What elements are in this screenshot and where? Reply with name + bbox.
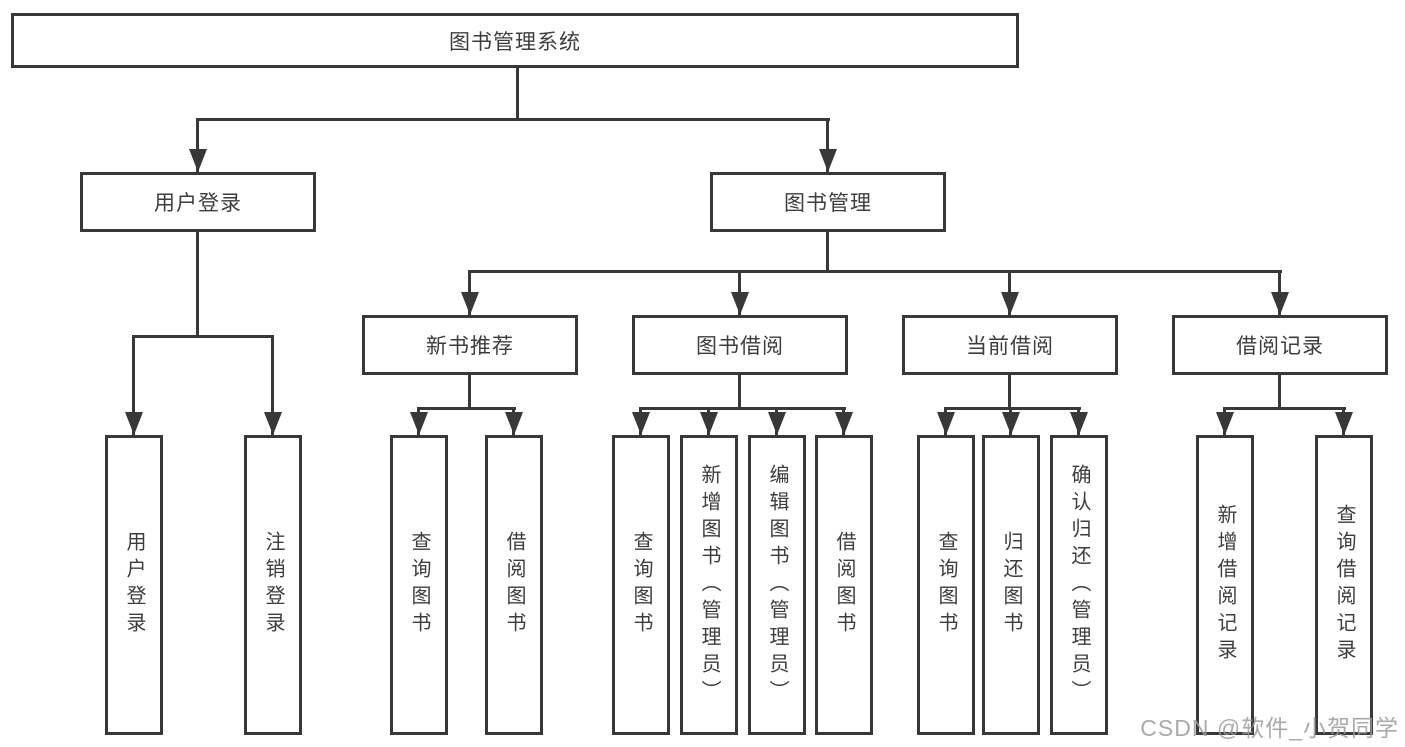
arrowhead-down xyxy=(768,412,786,435)
leaf-borrow-books-1: 借阅图书 xyxy=(485,435,543,735)
connector xyxy=(196,118,199,172)
leaf-user-login: 用户登录 xyxy=(105,435,163,735)
node-label: 新增图书（管理员） xyxy=(698,463,720,707)
csdn-watermark: CSDN @软件_小贺同学 xyxy=(1140,715,1399,741)
leaf-borrow-books-2: 借阅图书 xyxy=(815,435,873,735)
arrowhead-down xyxy=(189,149,207,172)
arrowhead-down xyxy=(1001,292,1019,315)
connector xyxy=(468,270,1282,273)
arrowhead-down xyxy=(505,412,523,435)
arrowhead-down xyxy=(1216,412,1234,435)
node-book-management-branch: 图书管理 xyxy=(710,172,946,232)
arrowhead-down xyxy=(1271,292,1289,315)
node-user-login-branch: 用户登录 xyxy=(80,172,316,232)
connector xyxy=(132,335,274,338)
node-label: 用户登录 xyxy=(154,192,242,215)
node-label: 注销登录 xyxy=(262,531,284,639)
arrowhead-down xyxy=(937,412,955,435)
leaf-query-borrow-record: 查询借阅记录 xyxy=(1315,435,1373,735)
node-label: 编辑图书（管理员） xyxy=(766,463,788,707)
arrowhead-down xyxy=(700,412,718,435)
arrowhead-down xyxy=(632,412,650,435)
arrowhead-down xyxy=(819,149,837,172)
arrowhead-down xyxy=(125,412,143,435)
arrowhead-down xyxy=(835,412,853,435)
node-borrowing-records: 借阅记录 xyxy=(1172,315,1388,375)
connector xyxy=(417,407,516,410)
connector xyxy=(196,118,830,121)
connector xyxy=(271,335,274,435)
node-label: 查询图书 xyxy=(935,531,957,639)
leaf-return-books: 归还图书 xyxy=(982,435,1040,735)
node-label: 归还图书 xyxy=(1000,531,1022,639)
node-label: 新增借阅记录 xyxy=(1214,504,1236,666)
arrowhead-down xyxy=(1002,412,1020,435)
node-label: 查询借阅记录 xyxy=(1333,504,1355,666)
node-label: 图书借阅 xyxy=(696,335,784,358)
leaf-add-books-admin: 新增图书（管理员） xyxy=(680,435,738,735)
connector xyxy=(1008,375,1011,407)
connector xyxy=(738,375,741,407)
node-label: 图书管理系统 xyxy=(449,30,581,54)
node-label: 图书管理 xyxy=(784,192,872,215)
node-label: 借阅图书 xyxy=(503,531,525,639)
node-library-management-system: 图书管理系统 xyxy=(11,13,1019,68)
connector xyxy=(468,375,471,407)
connector xyxy=(132,335,135,435)
connector xyxy=(944,407,1081,410)
arrowhead-down xyxy=(410,412,428,435)
leaf-query-books-1: 查询图书 xyxy=(390,435,448,735)
leaf-logout: 注销登录 xyxy=(244,435,302,735)
node-label: 查询图书 xyxy=(630,531,652,639)
connector xyxy=(196,232,199,337)
node-label: 借阅记录 xyxy=(1236,335,1324,358)
arrowhead-down xyxy=(461,292,479,315)
connector xyxy=(826,232,829,270)
connector xyxy=(1278,375,1281,407)
node-label: 新书推荐 xyxy=(426,335,514,358)
leaf-query-books-3: 查询图书 xyxy=(917,435,975,735)
node-current-borrowing: 当前借阅 xyxy=(902,315,1118,375)
connector xyxy=(639,407,846,410)
leaf-edit-books-admin: 编辑图书（管理员） xyxy=(748,435,806,735)
connector xyxy=(1223,407,1346,410)
connector xyxy=(516,68,519,120)
connector xyxy=(826,118,829,172)
leaf-confirm-return-admin: 确认归还（管理员） xyxy=(1050,435,1108,735)
node-book-borrowing: 图书借阅 xyxy=(632,315,848,375)
node-label: 借阅图书 xyxy=(833,531,855,639)
arrowhead-down xyxy=(1070,412,1088,435)
arrowhead-down xyxy=(731,292,749,315)
node-label: 用户登录 xyxy=(123,531,145,639)
node-label: 当前借阅 xyxy=(966,335,1054,358)
arrowhead-down xyxy=(1335,412,1353,435)
leaf-query-books-2: 查询图书 xyxy=(612,435,670,735)
node-label: 查询图书 xyxy=(408,531,430,639)
node-new-book-recommendation: 新书推荐 xyxy=(362,315,578,375)
node-label: 确认归还（管理员） xyxy=(1068,463,1090,707)
arrowhead-down xyxy=(264,412,282,435)
leaf-add-borrow-record: 新增借阅记录 xyxy=(1196,435,1254,735)
